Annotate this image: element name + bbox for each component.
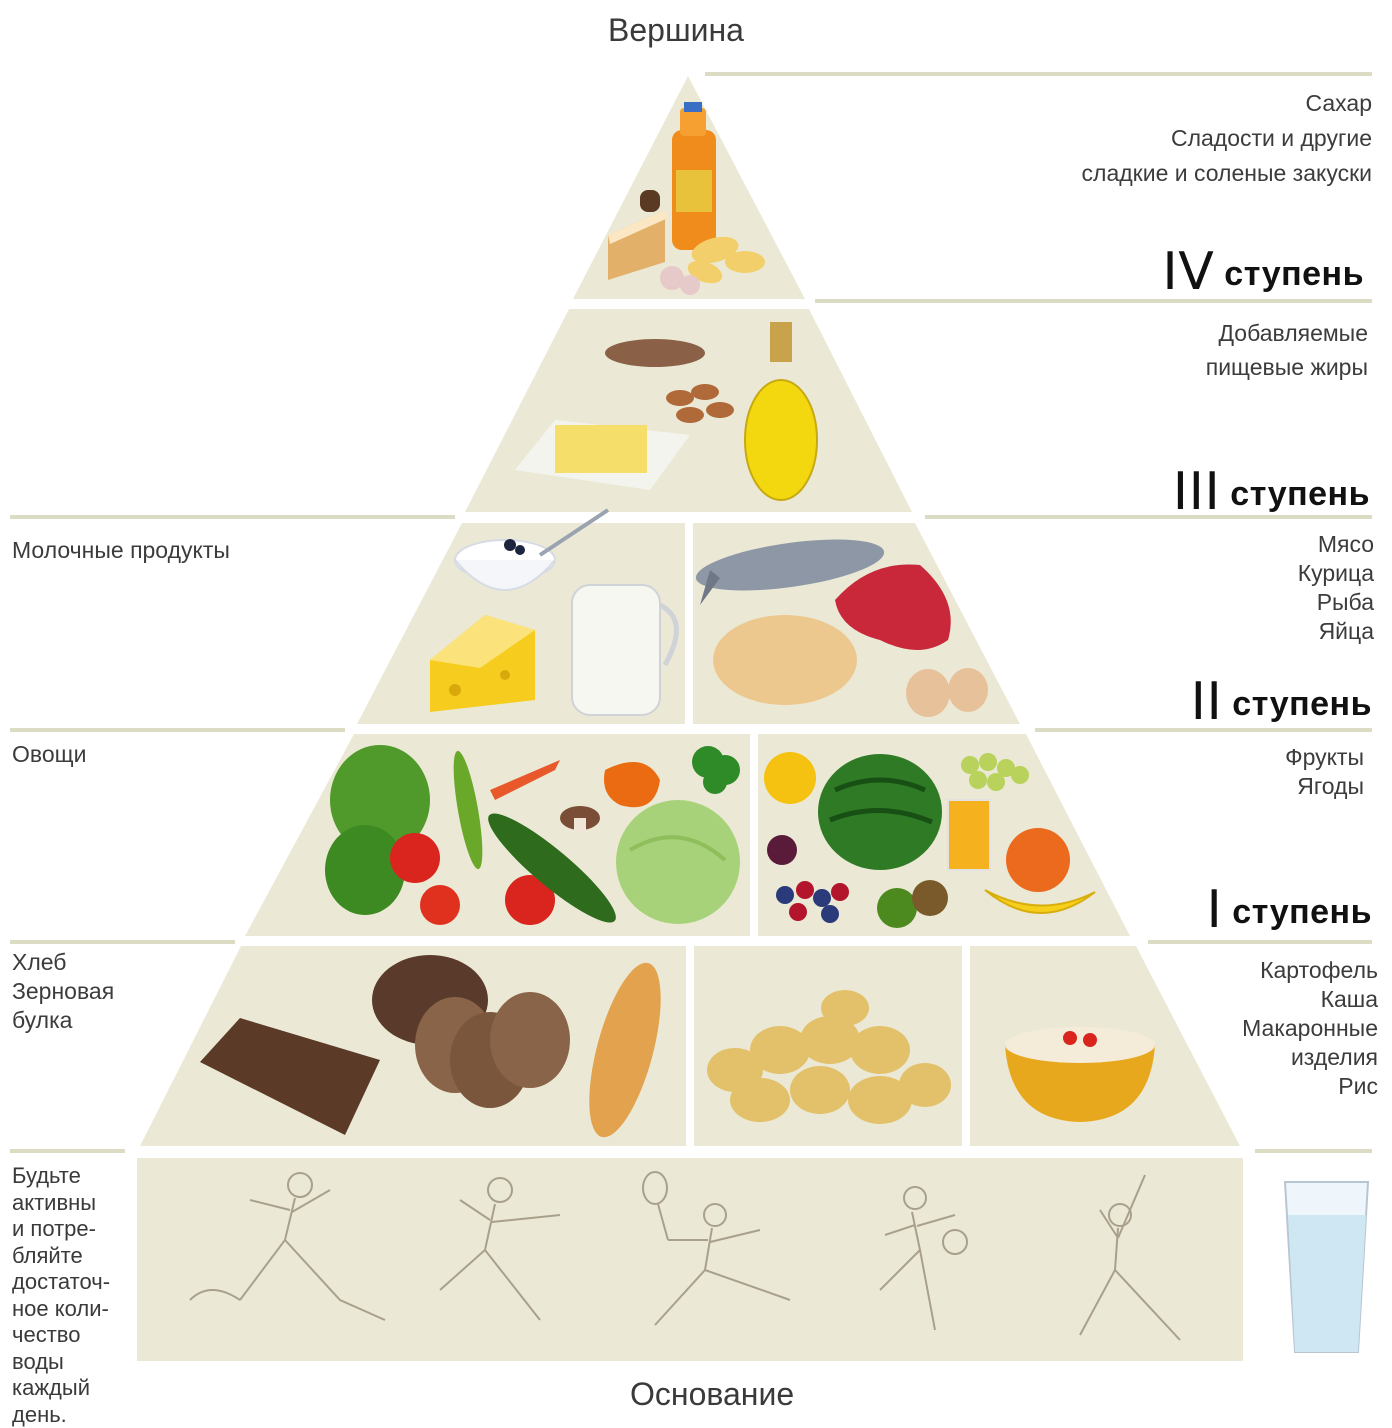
fruits-items: Фрукты Ягоды bbox=[1285, 743, 1364, 801]
starch-item: изделия bbox=[1242, 1043, 1378, 1072]
plum-icon bbox=[767, 835, 797, 865]
protein-item: Курица bbox=[1298, 559, 1374, 588]
protein-item: Мясо bbox=[1298, 530, 1374, 559]
water-advice-text: Будьте активны и потре- бляйте достаточ-… bbox=[12, 1163, 142, 1428]
tier-iv-item: сладкие и соленые закуски bbox=[1082, 156, 1372, 191]
bread-item: Хлеб bbox=[12, 948, 114, 977]
stage-iv-word: ступень bbox=[1224, 255, 1364, 293]
starch-item: Картофель bbox=[1242, 956, 1378, 985]
starch-item: Рис bbox=[1242, 1072, 1378, 1101]
stage-ii-word: ступень bbox=[1232, 685, 1372, 723]
starch-item: Каша bbox=[1242, 985, 1378, 1014]
water-advice-line: воды bbox=[12, 1349, 142, 1376]
orange-icon bbox=[1006, 828, 1070, 892]
stage-i-number: I bbox=[1206, 880, 1222, 940]
bread-item: Зерновая bbox=[12, 977, 114, 1006]
juice-glass-icon bbox=[948, 800, 990, 870]
vegetables-label: Овощи bbox=[12, 740, 86, 769]
stage-iii-word: ступень bbox=[1230, 475, 1370, 513]
tier-iii-items: Добавляемые пищевые жиры bbox=[1206, 316, 1368, 384]
apple-yellow-icon bbox=[764, 752, 816, 804]
tier-iv-items: Сахар Сладости и другие сладкие и солены… bbox=[1082, 86, 1372, 191]
chicken-icon bbox=[713, 615, 857, 705]
dairy-item: Молочные продукты bbox=[12, 536, 230, 565]
seeds-icon bbox=[605, 339, 705, 367]
bread-item: булка bbox=[12, 1006, 114, 1035]
water-advice-line: достаточ- bbox=[12, 1269, 142, 1296]
water-advice-line: каждый bbox=[12, 1375, 142, 1402]
water-glass-icon bbox=[1285, 1182, 1368, 1352]
pyramid-top-title: Вершина bbox=[608, 12, 744, 49]
water-advice-line: активны bbox=[12, 1190, 142, 1217]
stage-iv-label: IV ступень bbox=[1162, 242, 1364, 302]
water-advice-line: бляйте bbox=[12, 1243, 142, 1270]
stage-ii-number: II bbox=[1191, 672, 1223, 732]
stage-iii-number: III bbox=[1173, 462, 1221, 522]
tier-iv-item: Сладости и другие bbox=[1082, 121, 1372, 156]
fruits-item: Ягоды bbox=[1285, 772, 1364, 801]
stage-iv-number: IV bbox=[1162, 242, 1214, 302]
pyramid-base-title: Основание bbox=[630, 1376, 794, 1413]
protein-items: Мясо Курица Рыба Яйца bbox=[1298, 530, 1374, 646]
bread-items: Хлеб Зерновая булка bbox=[12, 948, 114, 1035]
dairy-label: Молочные продукты bbox=[12, 536, 230, 565]
stage-i-word: ступень bbox=[1232, 893, 1372, 931]
vegetables-item: Овощи bbox=[12, 740, 86, 769]
milk-jug-icon bbox=[572, 585, 676, 715]
water-advice-line: и потре- bbox=[12, 1216, 142, 1243]
protein-item: Рыба bbox=[1298, 588, 1374, 617]
water-advice-line: ное коли- bbox=[12, 1296, 142, 1323]
water-advice-line: Будьте bbox=[12, 1163, 142, 1190]
starch-item: Макаронные bbox=[1242, 1014, 1378, 1043]
starch-items: Картофель Каша Макаронные изделия Рис bbox=[1242, 956, 1378, 1101]
tier-iv-item: Сахар bbox=[1082, 86, 1372, 121]
tier-iii-item: Добавляемые bbox=[1206, 316, 1368, 350]
water-advice-line: чество bbox=[12, 1322, 142, 1349]
cabbage-icon bbox=[616, 800, 740, 924]
protein-item: Яйца bbox=[1298, 617, 1374, 646]
tier-iii-item: пищевые жиры bbox=[1206, 350, 1368, 384]
fruits-item: Фрукты bbox=[1285, 743, 1364, 772]
watermelon-icon bbox=[818, 754, 942, 870]
water-advice-line: день. bbox=[12, 1402, 142, 1428]
